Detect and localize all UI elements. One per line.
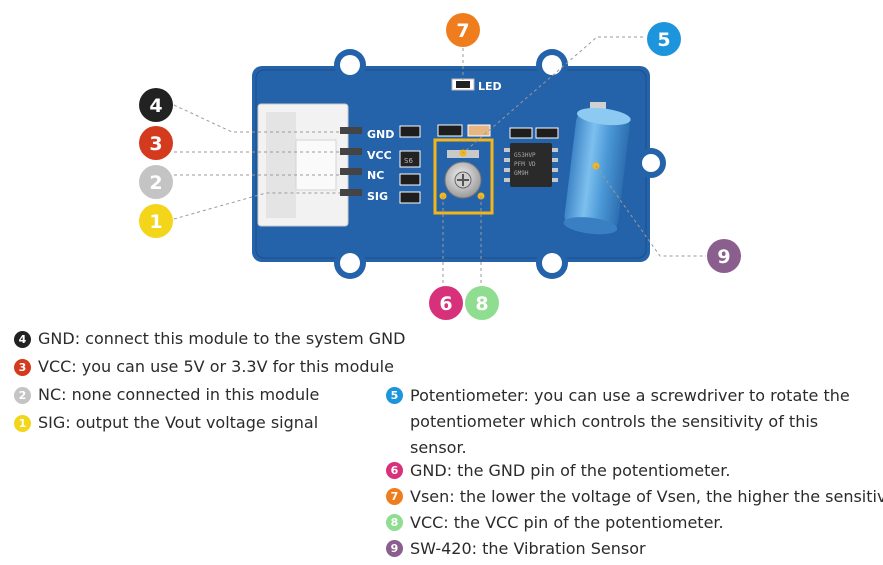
legend-marker-6: 6 xyxy=(386,462,403,479)
legend-text: Vsen: the lower the voltage of Vsen, the… xyxy=(410,487,883,506)
legend-item-nc: 2 NC: none connected in this module xyxy=(14,385,405,414)
svg-text:8: 8 xyxy=(475,293,488,315)
marker-5: 5 xyxy=(647,22,681,56)
legend-item-sw420: 9 SW-420: the Vibration Sensor xyxy=(386,539,883,565)
svg-text:6: 6 xyxy=(439,293,452,315)
legend-text: GND: connect this module to the system G… xyxy=(38,329,406,348)
marker-9: 9 xyxy=(707,239,741,273)
led-label: LED xyxy=(478,80,502,93)
svg-text:5: 5 xyxy=(657,29,670,51)
marker-2: 2 xyxy=(139,165,173,199)
pin-label-sig: SIG xyxy=(367,190,388,203)
legend-text: GND: the GND pin of the potentiometer. xyxy=(410,461,731,480)
legend-marker-8: 8 xyxy=(386,514,403,531)
callout-markers: 4 3 2 1 7 5 6 8 xyxy=(139,13,741,320)
svg-text:7: 7 xyxy=(456,20,469,42)
leader-lines xyxy=(173,36,706,287)
legend-marker-2: 2 xyxy=(14,387,31,404)
legend-item-pot-gnd: 6 GND: the GND pin of the potentiometer. xyxy=(386,461,883,487)
ic-text-line-2: PFM VD xyxy=(514,161,536,168)
svg-text:9: 9 xyxy=(717,246,730,268)
marker-3: 3 xyxy=(139,126,173,160)
svg-text:4: 4 xyxy=(149,95,162,117)
legend-item-vsen: 7 Vsen: the lower the voltage of Vsen, t… xyxy=(386,487,883,513)
legend-text: NC: none connected in this module xyxy=(38,385,320,404)
potentiometer xyxy=(433,138,494,215)
smd-components: S6 xyxy=(399,124,559,204)
legend-item-pot-vcc: 8 VCC: the VCC pin of the potentiometer. xyxy=(386,513,883,539)
legend-connector-pins: 4 GND: connect this module to the system… xyxy=(14,329,406,442)
legend-text: SIG: output the Vout voltage signal xyxy=(38,413,319,432)
pin-label-gnd: GND xyxy=(367,128,394,141)
ic-text-line-1: G53HVP xyxy=(514,152,536,159)
small-part-text: S6 xyxy=(404,157,413,165)
pin-label-nc: NC xyxy=(367,169,384,182)
marker-4: 4 xyxy=(139,88,173,122)
potentiometer-highlight xyxy=(433,138,494,215)
ic-text-line-3: GM9H xyxy=(514,170,529,177)
marker-8: 8 xyxy=(465,286,499,320)
legend-marker-7: 7 xyxy=(386,488,403,505)
legend-marker-9: 9 xyxy=(386,540,403,557)
legend-text: SW-420: the Vibration Sensor xyxy=(410,539,646,558)
legend-item-sig: 1 SIG: output the Vout voltage signal xyxy=(14,413,405,442)
legend-marker-4: 4 xyxy=(14,331,31,348)
legend-text: VCC: you can use 5V or 3.3V for this mod… xyxy=(38,357,394,376)
legend-marker-3: 3 xyxy=(14,359,31,376)
legend-marker-5: 5 xyxy=(386,387,403,404)
legend-item-potentiometer: 5 Potentiometer: you can use a screwdriv… xyxy=(386,386,883,461)
marker-7: 7 xyxy=(446,13,480,47)
svg-text:3: 3 xyxy=(149,133,162,155)
legend-item-gnd: 4 GND: connect this module to the system… xyxy=(14,329,406,358)
legend-text: Potentiometer: you can use a screwdriver… xyxy=(410,386,850,457)
vibration-sensor xyxy=(563,102,631,235)
module-diagram: GND VCC NC SIG LED S6 G53HVP PFM VD xyxy=(139,13,741,320)
svg-text:1: 1 xyxy=(149,211,162,233)
grove-connector xyxy=(257,103,362,227)
legend-marker-1: 1 xyxy=(14,415,31,432)
marker-6: 6 xyxy=(429,286,463,320)
legend-text: VCC: the VCC pin of the potentiometer. xyxy=(410,513,724,532)
svg-text:2: 2 xyxy=(149,172,162,194)
comparator-ic: G53HVP PFM VD GM9H xyxy=(504,143,558,187)
marker-1: 1 xyxy=(139,204,173,238)
legend-item-vcc: 3 VCC: you can use 5V or 3.3V for this m… xyxy=(14,357,405,386)
pin-label-vcc: VCC xyxy=(367,149,392,162)
legend-potentiometer-sensor: 5 Potentiometer: you can use a screwdriv… xyxy=(386,386,883,565)
